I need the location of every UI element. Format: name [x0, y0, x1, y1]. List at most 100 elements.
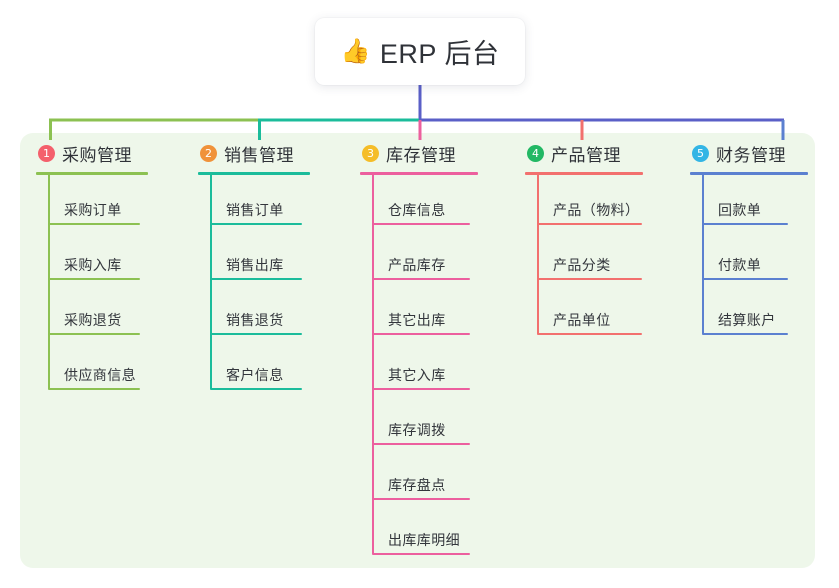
branch-item-label: 回款单 [718, 202, 762, 218]
branch-title: 产品管理 [551, 145, 621, 165]
branch-item-label: 付款单 [718, 257, 762, 273]
branch-item[interactable]: 回款单 [690, 175, 839, 230]
branch-item-list: 采购订单采购入库采购退货供应商信息 [36, 175, 186, 395]
branch-header-rule [360, 172, 478, 175]
branch-spine [210, 175, 212, 389]
branch-spine [48, 175, 50, 389]
branch-item[interactable]: 销售退货 [198, 285, 348, 340]
branch-item-label: 销售退货 [226, 312, 284, 328]
branch-spine [537, 175, 539, 334]
branch-item[interactable]: 采购订单 [36, 175, 186, 230]
branch-column-3: 3 库存管理仓库信息产品库存其它出库其它入库库存调拨库存盘点出库库明细 [360, 140, 518, 560]
branch-header-rule [198, 172, 310, 175]
branch-item-rule [702, 333, 788, 335]
branch-title: 库存管理 [386, 145, 456, 165]
branch-item[interactable]: 采购退货 [36, 285, 186, 340]
branch-header-4[interactable]: 4 产品管理 [525, 140, 690, 166]
branch-header-3[interactable]: 3 库存管理 [360, 140, 518, 166]
branch-item-label: 出库库明细 [388, 532, 460, 548]
branch-number-badge: 4 [527, 144, 544, 162]
branch-header-1[interactable]: 1 采购管理 [36, 140, 186, 166]
branch-item-rule [210, 333, 302, 335]
branch-item-rule [537, 333, 642, 335]
branch-item[interactable]: 库存盘点 [360, 450, 518, 505]
branch-item[interactable]: 销售订单 [198, 175, 348, 230]
branch-item-rule [372, 278, 470, 280]
branch-item-label: 产品分类 [553, 257, 611, 273]
branch-item[interactable]: 结算账户 [690, 285, 839, 340]
branch-column-4: 4 产品管理产品（物料） 产品分类产品单位 [525, 140, 690, 340]
branch-title: 销售管理 [224, 145, 294, 165]
branch-item[interactable]: 客户信息 [198, 340, 348, 395]
branch-header-2[interactable]: 2 销售管理 [198, 140, 348, 166]
mindmap-panel [20, 133, 815, 568]
thumbs-up-icon: 👍 [340, 37, 371, 65]
branch-item-rule [48, 333, 140, 335]
branch-item-label: 采购入库 [64, 257, 122, 273]
branch-item-rule [48, 223, 140, 225]
branch-item-label: 销售订单 [226, 202, 284, 218]
branch-item-label: 采购退货 [64, 312, 122, 328]
branch-item-label: 仓库信息 [388, 202, 446, 218]
branch-item-list: 仓库信息产品库存其它出库其它入库库存调拨库存盘点出库库明细 [360, 175, 518, 560]
branch-item-label: 客户信息 [226, 367, 284, 383]
branch-item[interactable]: 其它出库 [360, 285, 518, 340]
branch-item[interactable]: 产品库存 [360, 230, 518, 285]
branch-item[interactable]: 仓库信息 [360, 175, 518, 230]
branch-number-badge: 3 [362, 144, 379, 162]
branch-item-rule [48, 388, 140, 390]
branch-item-rule [372, 498, 470, 500]
branch-item-rule [372, 553, 470, 555]
branch-item-rule [210, 388, 302, 390]
root-title-text: ERP 后台 [379, 39, 500, 69]
branch-spine [372, 175, 374, 554]
branch-item-label: 采购订单 [64, 202, 122, 218]
branch-item-label: 产品单位 [553, 312, 611, 328]
branch-item-list: 回款单付款单结算账户 [690, 175, 839, 340]
branch-number-badge: 2 [200, 144, 217, 162]
branch-item-rule [702, 223, 788, 225]
branch-header-rule [36, 172, 148, 175]
branch-item[interactable]: 采购入库 [36, 230, 186, 285]
branch-item[interactable]: 销售出库 [198, 230, 348, 285]
branch-item-label: 其它入库 [388, 367, 446, 383]
branch-item-rule [48, 278, 140, 280]
branch-item-rule [372, 388, 470, 390]
branch-item-label: 结算账户 [718, 312, 776, 328]
branch-item-label: 其它出库 [388, 312, 446, 328]
branch-item-label: 供应商信息 [64, 367, 136, 383]
root-node-title: 👍 ERP 后台 [341, 32, 500, 71]
branch-item-label: 产品（物料） [553, 202, 640, 218]
root-node-card[interactable]: 👍 ERP 后台 [315, 18, 525, 85]
branch-item[interactable]: 其它入库 [360, 340, 518, 395]
branch-item-rule [210, 278, 302, 280]
branch-spine [702, 175, 704, 334]
branch-item-rule [702, 278, 788, 280]
branch-item-rule [372, 223, 470, 225]
branch-item-list: 产品（物料） 产品分类产品单位 [525, 175, 690, 340]
branch-item-label: 销售出库 [226, 257, 284, 273]
branch-number-badge: 5 [692, 144, 709, 162]
branch-item-rule [210, 223, 302, 225]
branch-item-rule [372, 443, 470, 445]
branch-item-label: 库存盘点 [388, 477, 446, 493]
branch-item[interactable]: 产品（物料） [525, 175, 690, 230]
branch-item[interactable]: 产品分类 [525, 230, 690, 285]
branch-number-badge: 1 [38, 144, 55, 162]
branch-item[interactable]: 出库库明细 [360, 505, 518, 560]
branch-item-rule [537, 278, 642, 280]
branch-item[interactable]: 付款单 [690, 230, 839, 285]
branch-item-label: 库存调拨 [388, 422, 446, 438]
branch-item-label: 产品库存 [388, 257, 446, 273]
branch-item-rule [537, 223, 642, 225]
branch-column-1: 1 采购管理采购订单采购入库采购退货供应商信息 [36, 140, 186, 395]
branch-title: 采购管理 [62, 145, 132, 165]
branch-item-rule [372, 333, 470, 335]
branch-item-list: 销售订单销售出库销售退货客户信息 [198, 175, 348, 395]
branch-header-rule [690, 172, 808, 175]
branch-item[interactable]: 产品单位 [525, 285, 690, 340]
branch-item[interactable]: 库存调拨 [360, 395, 518, 450]
branch-item[interactable]: 供应商信息 [36, 340, 186, 395]
